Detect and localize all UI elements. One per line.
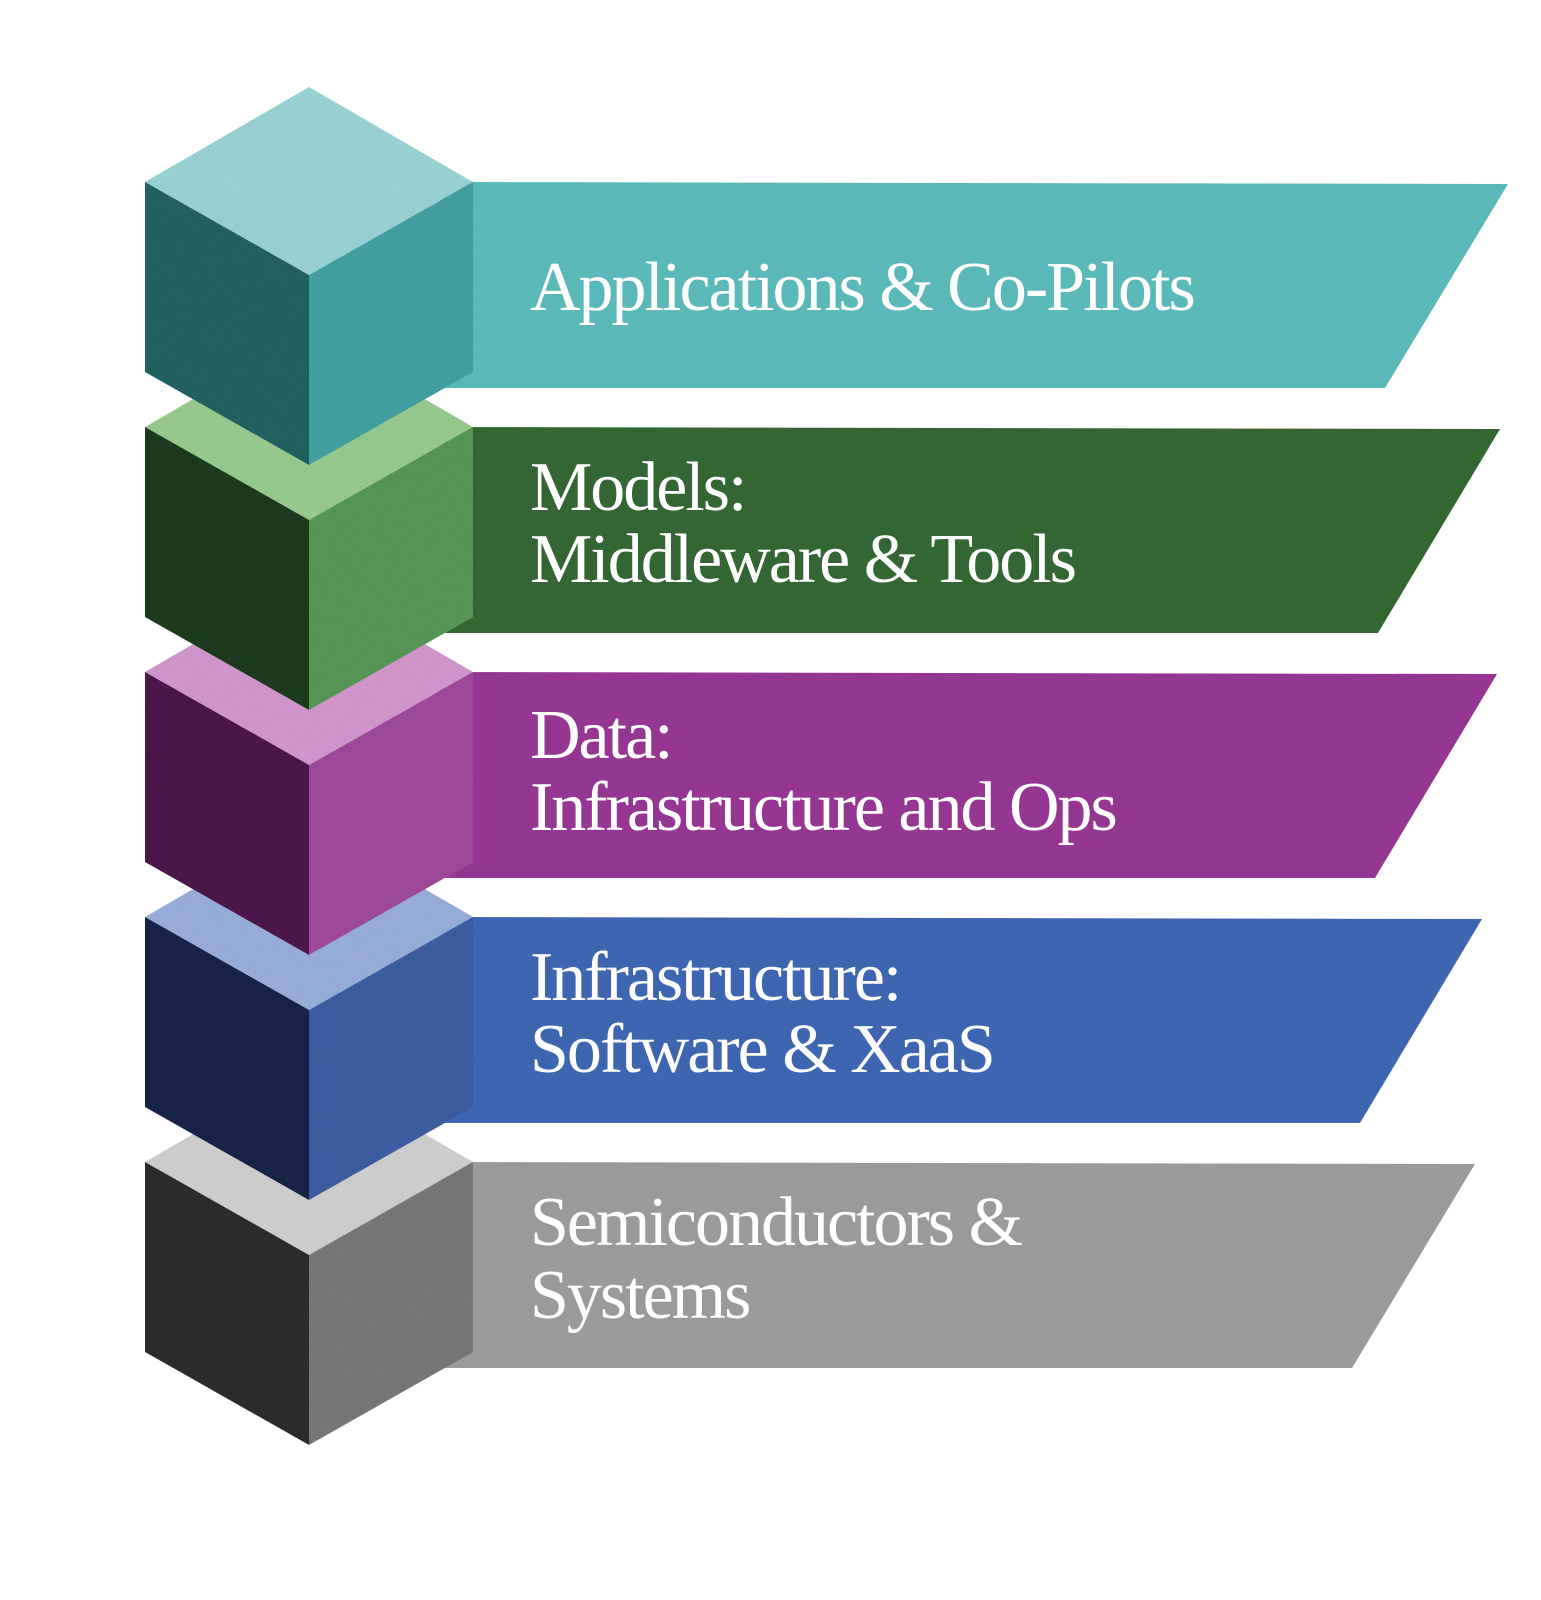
cubes — [145, 87, 473, 1445]
layer-infrastructure: Infrastructure:Software & XaaS — [440, 917, 1482, 1123]
layer-label-line: Applications & Co-Pilots — [530, 249, 1194, 326]
cube-right-face — [309, 917, 473, 1200]
layer-models: Models:Middleware & Tools — [440, 427, 1500, 633]
layer-label-line: Infrastructure: — [530, 939, 900, 1016]
layer-data: Data:Infrastructure and Ops — [440, 672, 1497, 878]
cube-right-face — [309, 672, 473, 955]
cube-right-face — [309, 182, 473, 465]
banner-infrastructure — [440, 917, 1482, 1123]
cube-right-face — [309, 1162, 473, 1445]
cube-top-face — [145, 87, 473, 275]
cube-left-face — [145, 672, 309, 955]
cube-right-face — [309, 427, 473, 710]
layer-label-line: Semiconductors & — [530, 1184, 1023, 1261]
banners: Applications & Co-PilotsModels:Middlewar… — [440, 182, 1508, 1368]
layer-label-line: Systems — [530, 1257, 749, 1334]
banner-semiconductors — [440, 1162, 1475, 1368]
cube-left-face — [145, 427, 309, 710]
cube-applications — [145, 87, 473, 465]
layer-label-line: Software & XaaS — [530, 1011, 994, 1088]
cube-left-face — [145, 182, 309, 465]
layer-label-line: Middleware & Tools — [530, 521, 1075, 598]
cube-data — [145, 577, 473, 955]
cube-left-face — [145, 917, 309, 1200]
cube-left-face — [145, 1162, 309, 1445]
layer-semiconductors: Semiconductors &Systems — [440, 1162, 1475, 1368]
banner-models — [440, 427, 1500, 633]
banner-applications — [440, 182, 1508, 388]
banner-data — [440, 672, 1497, 878]
layer-applications: Applications & Co-Pilots — [440, 182, 1508, 388]
layer-label-line: Infrastructure and Ops — [530, 769, 1116, 846]
layer-label-line: Data: — [530, 697, 672, 774]
layer-label-line: Models: — [530, 449, 745, 526]
